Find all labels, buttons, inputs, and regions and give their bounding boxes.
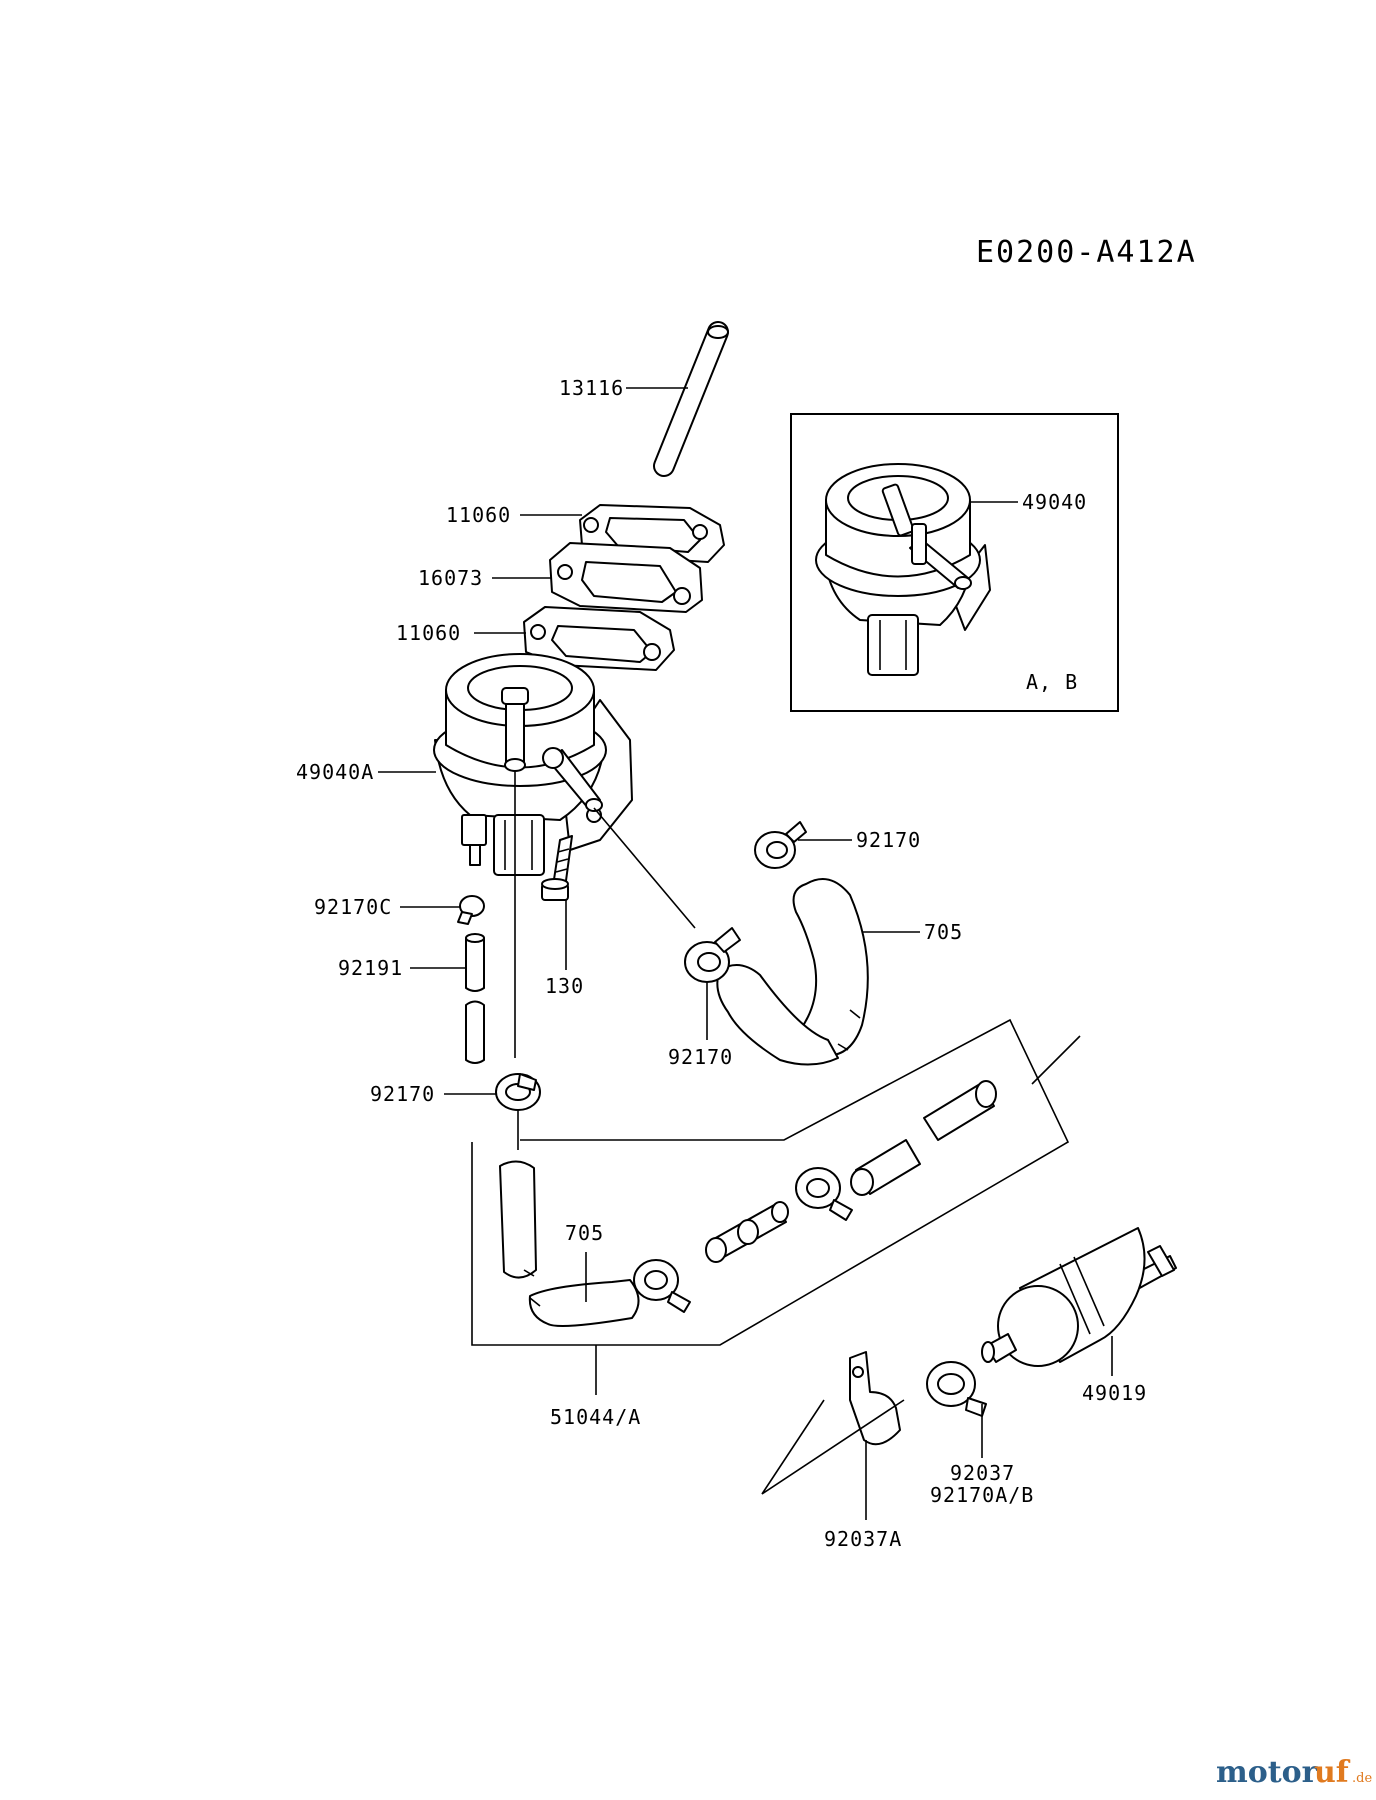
watermark-logo: motor uf .de bbox=[1216, 1755, 1372, 1790]
label-92170-middle: 92170 bbox=[668, 1045, 733, 1069]
connector-fitting bbox=[705, 1201, 789, 1263]
hose-92191 bbox=[465, 933, 485, 1064]
bolt-130 bbox=[541, 835, 573, 901]
label-49040: 49040 bbox=[1022, 490, 1087, 514]
watermark-part2: uf bbox=[1314, 1755, 1351, 1790]
label-11060-bottom: 11060 bbox=[396, 621, 461, 645]
watermark-part1: motor bbox=[1216, 1755, 1319, 1790]
label-inset-variant: A, B bbox=[1026, 670, 1078, 694]
label-92170AB: 92170A/B bbox=[930, 1483, 1034, 1507]
fuel-pump-49040 bbox=[815, 463, 991, 676]
clamp-bracket-1 bbox=[633, 1259, 691, 1313]
label-16073: 16073 bbox=[418, 566, 483, 590]
hose-pieces-upper bbox=[850, 1080, 997, 1196]
label-92170-left: 92170 bbox=[370, 1082, 435, 1106]
label-51044A: 51044/A bbox=[550, 1405, 641, 1429]
clamp-92170-middle bbox=[684, 927, 741, 983]
label-92170C: 92170C bbox=[314, 895, 392, 919]
watermark-suffix: .de bbox=[1352, 1771, 1372, 1786]
fuel-filter-49019 bbox=[981, 1227, 1177, 1367]
clamp-bracket-2 bbox=[795, 1167, 853, 1221]
hose-705-lower bbox=[499, 1160, 640, 1327]
gasket-11060-bottom bbox=[523, 606, 675, 671]
label-11060-top: 11060 bbox=[446, 503, 511, 527]
label-49040A: 49040A bbox=[296, 760, 374, 784]
label-705-upper: 705 bbox=[924, 920, 963, 944]
inset-box bbox=[790, 413, 1119, 712]
label-92170-upper: 92170 bbox=[856, 828, 921, 852]
fuel-pump-49040A bbox=[433, 653, 633, 876]
label-13116: 13116 bbox=[559, 376, 624, 400]
label-705-lower: 705 bbox=[565, 1221, 604, 1245]
clamp-92037 bbox=[926, 1361, 987, 1417]
clamp-92170-left bbox=[495, 1073, 541, 1111]
label-130: 130 bbox=[545, 974, 584, 998]
insulator-16073 bbox=[549, 542, 703, 613]
label-49019: 49019 bbox=[1082, 1381, 1147, 1405]
clamp-92170-upper bbox=[754, 821, 807, 869]
diagram-code: E0200-A412A bbox=[976, 235, 1197, 270]
label-92037: 92037 bbox=[950, 1461, 1015, 1485]
rod-13116 bbox=[653, 321, 729, 477]
clamp-92170C bbox=[457, 895, 485, 925]
label-92191: 92191 bbox=[338, 956, 403, 980]
label-92037A: 92037A bbox=[824, 1527, 902, 1551]
clip-92037A bbox=[849, 1351, 901, 1446]
